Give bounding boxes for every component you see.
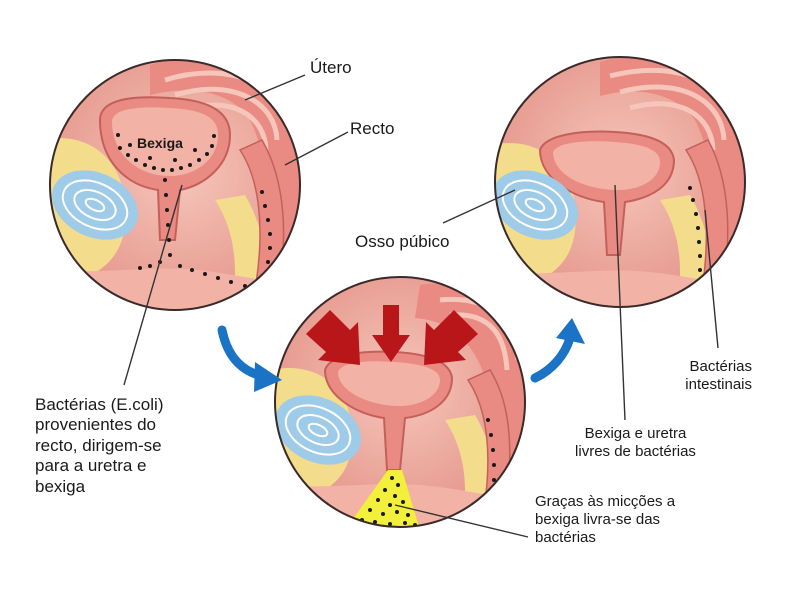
label-bacterias-ecoli: Bactérias (E.coli) provenientes do recto… [35,395,164,496]
label-bexiga: Bexiga [137,135,183,151]
anatomy-panel-infected [49,59,301,311]
flow-arrowheads [254,318,585,392]
label-miccoes: Graças às micções a bexiga livra-se das … [535,493,676,546]
label-bacterias-intestinais: Bactérias intestinais [685,358,752,393]
contraction-arrow-icon [306,305,478,365]
anatomy-panel-clean [494,56,746,308]
label-osso-pubico: Osso púbico [355,232,450,251]
label-bexiga-uretra-livres: Bexiga e uretra livres de bactérias [575,425,696,460]
bacteria-dots-right [688,186,710,286]
label-utero: Útero [310,58,352,77]
bacteria-dots-left [116,133,272,288]
urine-stream [345,470,420,527]
anatomy-panel-urination [274,276,526,528]
label-recto: Recto [350,119,395,138]
leader-lines [123,74,719,538]
